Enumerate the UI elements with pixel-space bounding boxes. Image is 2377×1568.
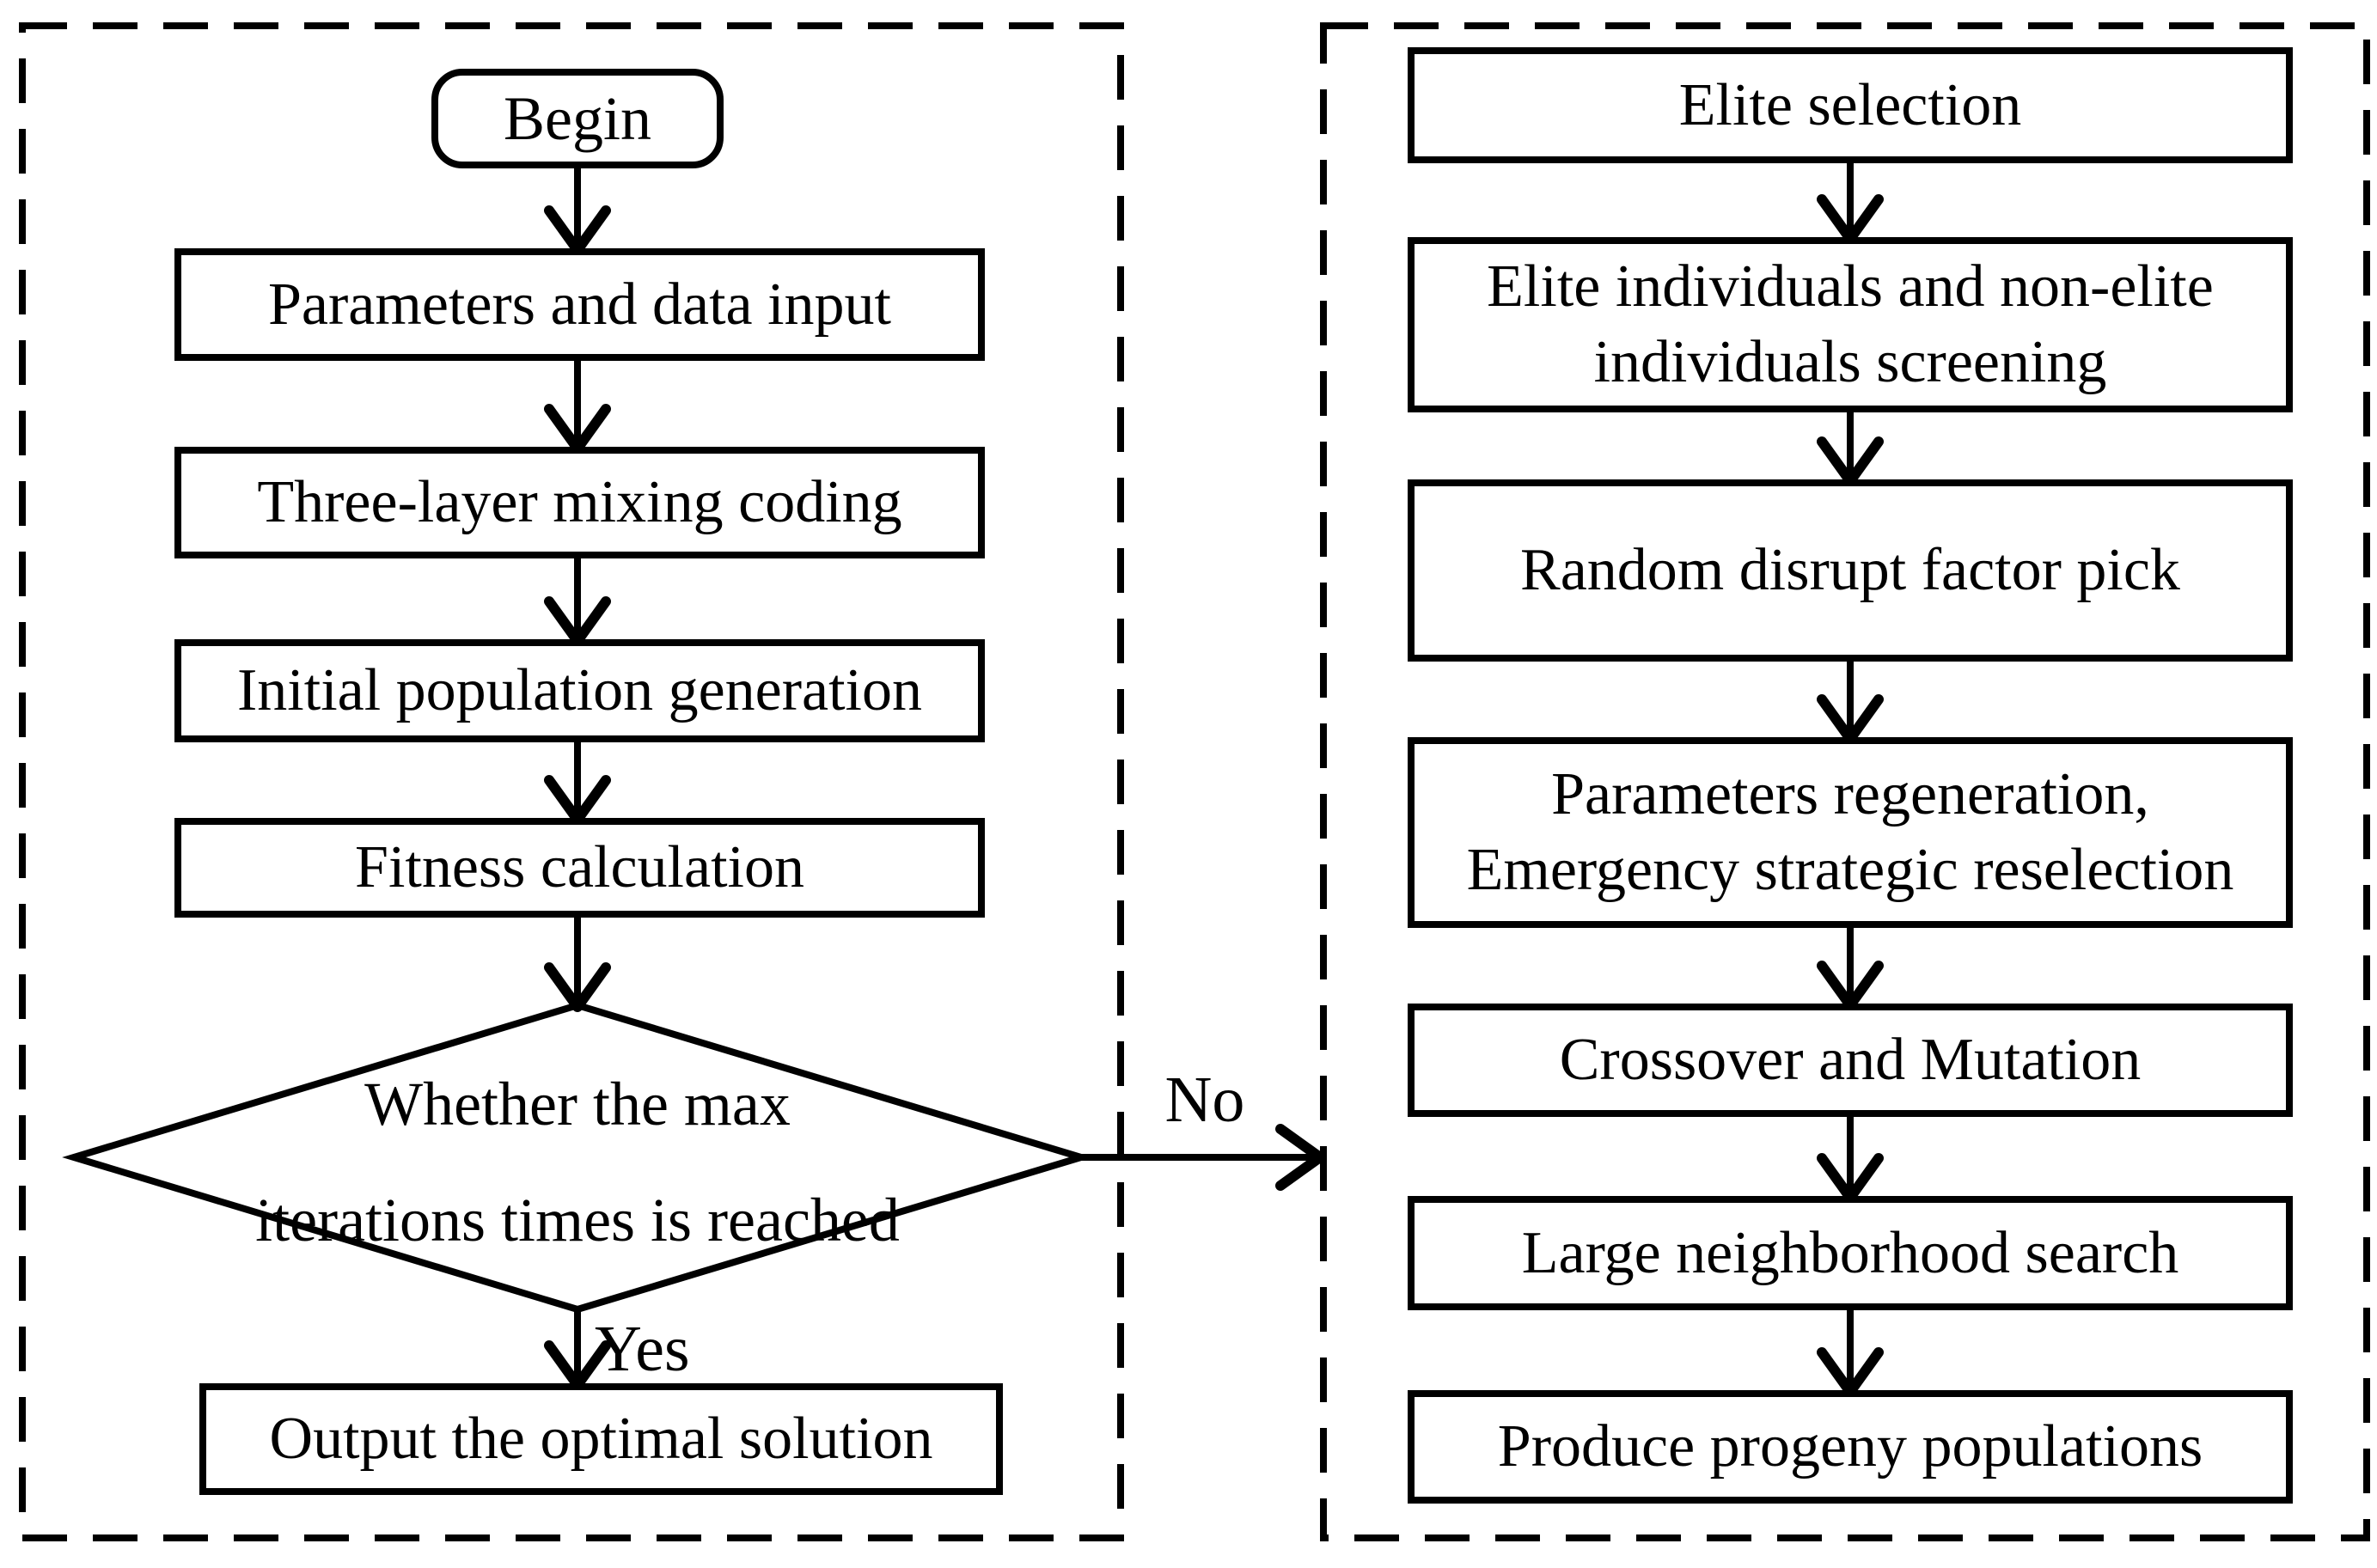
node-elite-individuals-screening-line1: Elite individuals and non-elite [1487, 253, 2214, 320]
right-panel-border [1320, 22, 2370, 1541]
arrow-elite-selection-to-screening [1817, 163, 1884, 244]
node-random-disrupt-factor-pick: Random disrupt factor pick [1408, 479, 2293, 662]
arrow-coding-to-population [544, 558, 611, 646]
node-initial-population-generation: Initial population generation [174, 639, 985, 742]
decision-label-line2: iterations times is reached [255, 1186, 900, 1254]
arrow-parameters-to-coding [544, 361, 611, 454]
node-output-optimal-solution: Output the optimal solution [199, 1383, 1003, 1495]
node-elite-individuals-screening: Elite individuals and non-elite individu… [1408, 237, 2293, 412]
arrow-regeneration-to-crossover [1817, 928, 1884, 1010]
no-label: No [1164, 1064, 1245, 1136]
arrow-crossover-to-neighborhood [1817, 1117, 1884, 1203]
node-crossover-and-mutation: Crossover and Mutation [1408, 1004, 2293, 1117]
arrow-fitness-to-decision [544, 918, 611, 1012]
node-produce-progeny-populations: Produce progeny populations [1408, 1390, 2293, 1504]
node-parameters-regeneration-line2: Emergency strategic reselection [1466, 837, 2234, 903]
node-begin: Begin [431, 69, 724, 168]
node-three-layer-mixing-coding: Three-layer mixing coding [174, 447, 985, 558]
node-elite-selection: Elite selection [1408, 47, 2293, 163]
decision-label-line1: Whether the max [364, 1070, 791, 1138]
yes-label: Yes [595, 1313, 690, 1385]
node-elite-individuals-screening-line2: individuals screening [1593, 329, 2107, 395]
node-fitness-calculation: Fitness calculation [174, 818, 985, 918]
arrow-neighborhood-to-progeny [1817, 1310, 1884, 1397]
arrow-population-to-fitness [544, 742, 611, 825]
node-large-neighborhood-search: Large neighborhood search [1408, 1196, 2293, 1310]
node-parameters-and-data-input: Parameters and data input [174, 248, 985, 361]
node-parameters-regeneration: Parameters regeneration, Emergency strat… [1408, 737, 2293, 928]
arrow-disrupt-to-regeneration [1817, 662, 1884, 744]
node-parameters-regeneration-line1: Parameters regeneration, [1551, 761, 2149, 827]
arrow-decision-no-to-right-panel [1081, 1124, 1325, 1191]
left-panel-border [19, 22, 1124, 1541]
decision-label: Whether the max iterations times is reac… [105, 1046, 1050, 1278]
arrow-begin-to-parameters-input [544, 168, 611, 255]
arrow-screening-to-disrupt [1817, 412, 1884, 486]
